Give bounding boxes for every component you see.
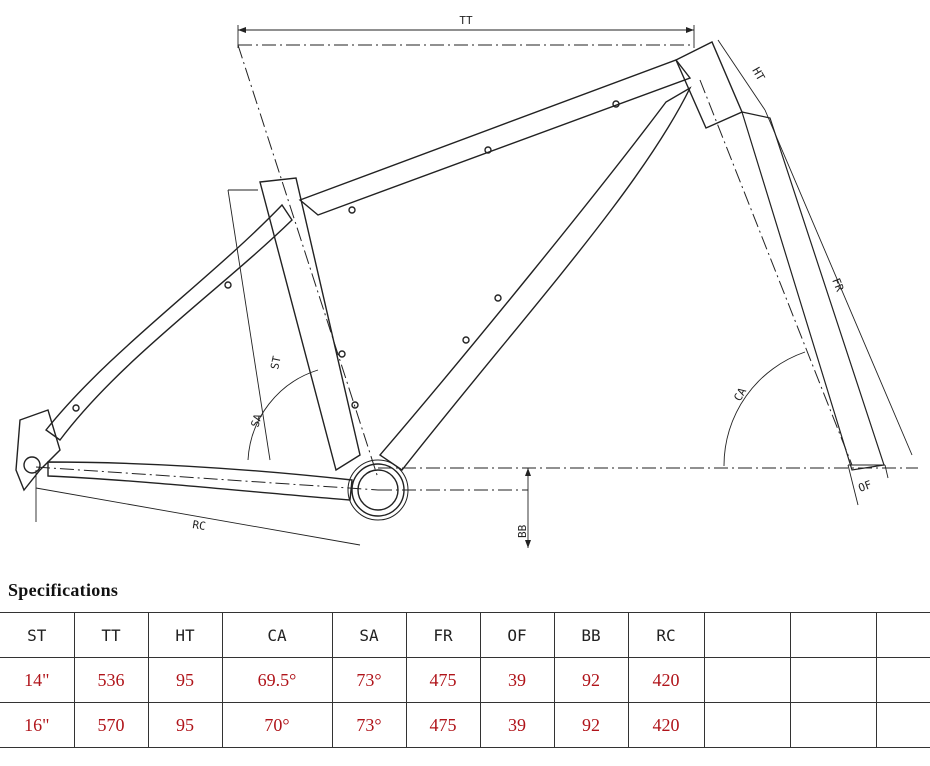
value-cell: 69.5° — [222, 657, 333, 703]
specifications-title: Specifications — [8, 580, 119, 600]
header-cell: CA — [222, 612, 333, 658]
header-cell: HT — [148, 612, 223, 658]
value-cell: 39 — [480, 702, 555, 748]
header-cell — [876, 612, 930, 658]
header-cell: ST — [0, 612, 75, 658]
construction-lines — [35, 44, 918, 491]
header-cell — [704, 612, 791, 658]
value-cell: 70° — [222, 702, 333, 748]
value-cell — [704, 702, 791, 748]
header-cell: BB — [554, 612, 629, 658]
label-ca: CA — [731, 385, 749, 403]
frame-outline — [15, 41, 885, 521]
value-cell: 570 — [74, 702, 149, 748]
label-of: OF — [857, 478, 874, 495]
value-cell: 475 — [406, 702, 481, 748]
value-cell: 420 — [628, 657, 705, 703]
dimension-lines — [35, 25, 913, 548]
header-cell: RC — [628, 612, 705, 658]
label-st: ST — [268, 355, 284, 371]
header-cell: TT — [74, 612, 149, 658]
header-cell: OF — [480, 612, 555, 658]
frame-geometry-drawing: TT HT FR CA ST SA RC BB OF — [15, 14, 918, 548]
value-cell — [876, 702, 930, 748]
value-cell: 420 — [628, 702, 705, 748]
value-cell: 39 — [480, 657, 555, 703]
header-cell: FR — [406, 612, 481, 658]
label-rc: RC — [192, 518, 207, 533]
label-ht: HT — [749, 65, 767, 83]
value-cell — [790, 702, 877, 748]
value-cell: 14" — [0, 657, 75, 703]
label-sa: SA — [248, 412, 265, 429]
value-cell: 16" — [0, 702, 75, 748]
label-tt: TT — [459, 14, 473, 27]
value-cell: 92 — [554, 702, 629, 748]
dimension-arrows — [238, 27, 694, 548]
header-cell — [790, 612, 877, 658]
value-cell — [790, 657, 877, 703]
value-cell: 475 — [406, 657, 481, 703]
value-cell — [876, 657, 930, 703]
value-cell: 95 — [148, 702, 223, 748]
value-cell — [704, 657, 791, 703]
value-cell: 95 — [148, 657, 223, 703]
header-cell: SA — [332, 612, 407, 658]
label-bb: BB — [516, 524, 529, 538]
value-cell: 92 — [554, 657, 629, 703]
value-cell: 73° — [332, 702, 407, 748]
value-cell: 73° — [332, 657, 407, 703]
label-fr: FR — [829, 276, 846, 294]
value-cell: 536 — [74, 657, 149, 703]
